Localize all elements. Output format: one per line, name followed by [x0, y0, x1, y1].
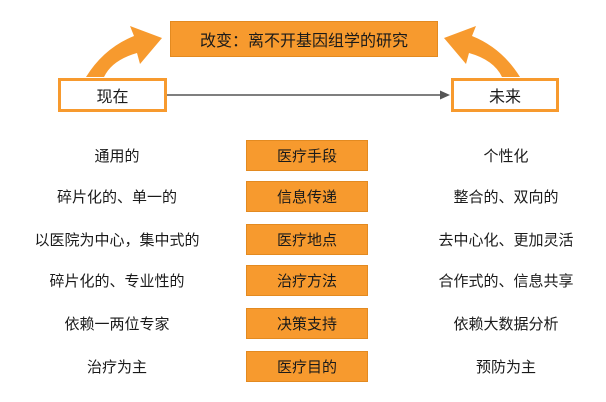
- timeline-arrowhead: [440, 90, 450, 100]
- future-text: 预防为主: [475, 358, 536, 376]
- title-text: 改变：离不开基因组学的研究: [199, 31, 408, 50]
- category-box: 医疗地点: [246, 224, 368, 255]
- current-text: 碎片化的、专业性的: [49, 272, 185, 290]
- future-box: 未来: [451, 78, 559, 112]
- category-box: 医疗手段: [246, 140, 368, 171]
- current-text: 碎片化的、单一的: [56, 188, 177, 206]
- future-text: 去中心化、更加灵活: [438, 231, 574, 249]
- now-label: 现在: [96, 87, 129, 106]
- future-text: 依赖大数据分析: [453, 315, 559, 333]
- now-box: 现在: [58, 78, 167, 112]
- current-text: 治疗为主: [86, 358, 147, 376]
- right-curved-arrow: [444, 26, 520, 77]
- future-label: 未来: [488, 87, 521, 106]
- current-text: 通用的: [94, 147, 140, 165]
- category-box: 医疗目的: [246, 351, 368, 382]
- future-text: 合作式的、信息共享: [438, 272, 574, 290]
- future-text: 整合的、双向的: [453, 188, 559, 206]
- category-box: 决策支持: [246, 308, 368, 339]
- future-text: 个性化: [483, 147, 529, 165]
- category-box: 治疗方法: [246, 265, 368, 296]
- left-curved-arrow: [86, 26, 162, 77]
- category-box: 信息传递: [246, 181, 368, 212]
- title-box: 改变：离不开基因组学的研究: [170, 21, 438, 57]
- current-text: 以医院为中心，集中式的: [34, 231, 200, 249]
- current-text: 依赖一两位专家: [64, 315, 170, 333]
